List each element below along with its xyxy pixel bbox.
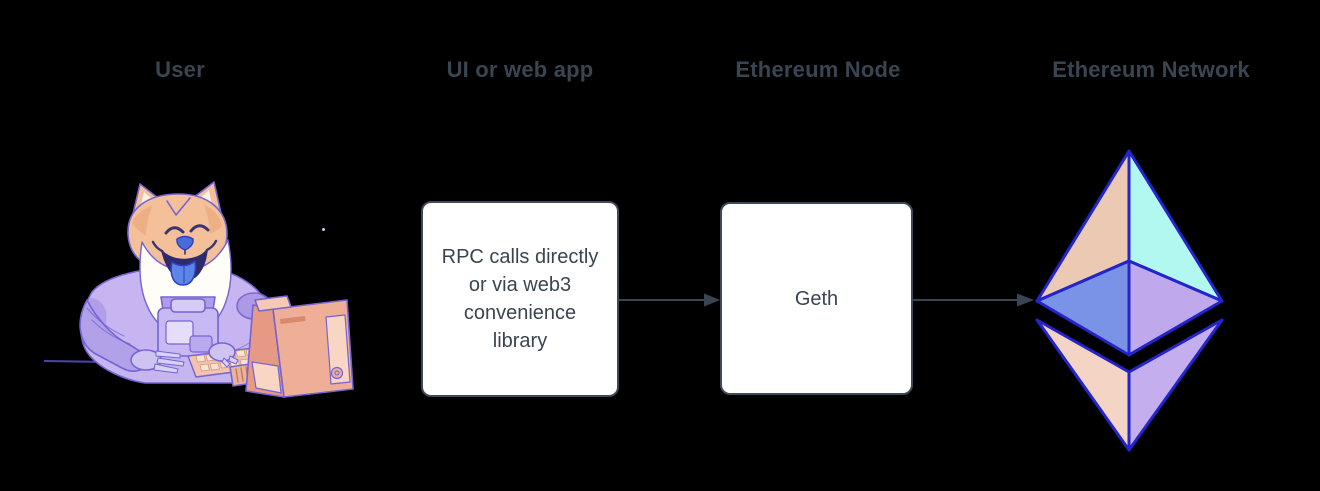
ui-web-app-box-text: RPC calls directly or via web3 convenien… — [442, 243, 599, 355]
doge-right-eye — [189, 224, 210, 233]
doge-astronaut-at-computer-illustration — [43, 181, 354, 398]
retro-computer-icon — [229, 295, 354, 398]
sparkle-dot — [322, 228, 325, 231]
ui-box-line-4: library — [492, 330, 548, 352]
robotic-arm — [79, 299, 185, 374]
column-header-node: Ethereum Node — [735, 57, 901, 82]
eth-facet-mid-right — [1127, 259, 1224, 357]
column-header-user: User — [155, 57, 205, 82]
geth-node-box: Geth — [720, 202, 913, 395]
doge-left-eye — [164, 226, 185, 235]
ui-box-line-1: RPC calls directly — [441, 246, 599, 268]
doge-nose — [176, 235, 194, 251]
geth-box-label: Geth — [794, 287, 839, 310]
ethereum-logo-icon — [1035, 149, 1224, 452]
doge-tongue — [170, 260, 197, 286]
column-header-ui: UI or web app — [446, 57, 594, 82]
suit-chest-pack — [157, 296, 219, 357]
ui-box-line-2: or via web3 — [468, 274, 572, 296]
ui-box-line-3: convenience — [463, 302, 577, 324]
eth-facet-low-right — [1127, 318, 1224, 452]
column-header-network: Ethereum Network — [1052, 57, 1250, 82]
flow-arrow-ui-to-node — [619, 293, 720, 307]
flow-arrow-node-to-network — [913, 293, 1034, 307]
ui-web-app-box: RPC calls directly or via web3 convenien… — [421, 201, 619, 397]
